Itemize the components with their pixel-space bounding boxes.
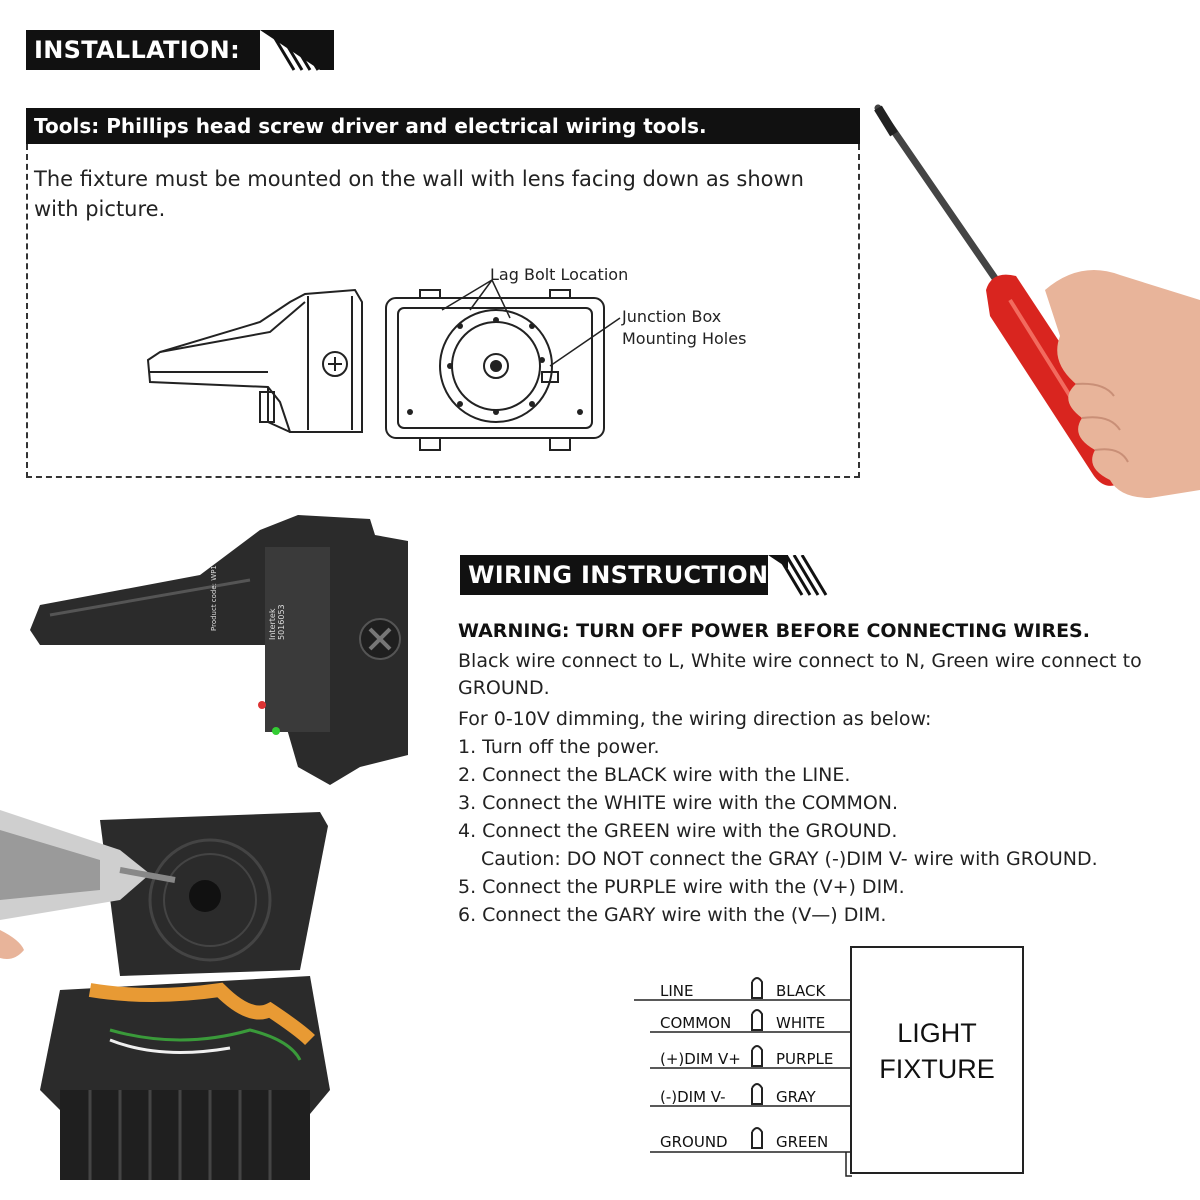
fixture-certification-label: Intertek 5016053	[268, 580, 290, 640]
diagram-green-label: GREEN	[776, 1133, 829, 1151]
warning-text: WARNING: TURN OFF POWER BEFORE CONNECTIN…	[458, 620, 1090, 642]
junction-box-label-line-2: Mounting Holes	[622, 329, 747, 348]
caution-text: Caution: DO NOT connect the GRAY (-)DIM …	[481, 848, 1098, 870]
light-fixture-label-line-2: FIXTURE	[879, 1054, 995, 1084]
step-5: 5. Connect the PURPLE wire with the (V+)…	[458, 876, 905, 898]
diagram-pointer-lines	[441, 279, 621, 367]
step-2: 2. Connect the BLACK wire with the LINE.	[458, 764, 851, 786]
basic-wiring-line-1: Black wire connect to L, White wire conn…	[458, 650, 1142, 672]
wiring-diagram-lines	[634, 977, 852, 1177]
diagram-purple-label: PURPLE	[776, 1050, 834, 1068]
lag-bolt-label: Lag Bolt Location	[490, 265, 629, 284]
step-1: 1. Turn off the power.	[458, 736, 660, 758]
installation-box	[26, 144, 860, 478]
junction-box-label: Junction Box Mounting Holes	[622, 306, 746, 350]
hand-holding-screwdriver-image	[874, 104, 1200, 498]
diagram-dim-plus-label: (+)DIM V+	[660, 1050, 741, 1068]
diagram-common-label: COMMON	[660, 1014, 732, 1032]
diagram-white-label: WHITE	[776, 1014, 826, 1032]
tools-text: Tools: Phillips head screw driver and el…	[34, 114, 707, 138]
wall-pack-fixture-image: Product code: WP1	[30, 515, 408, 785]
wiring-heading-text: WIRING INSTRUCTION:	[468, 561, 779, 589]
basic-wiring-text: Black wire connect to L, White wire conn…	[458, 648, 1188, 702]
intro-line-1: The fixture must be mounted on the wall …	[34, 167, 804, 191]
installation-heading-slashes	[260, 30, 320, 71]
junction-box-front-drawing	[385, 289, 605, 451]
basic-wiring-line-2: GROUND.	[458, 677, 550, 699]
diagram-ground-label: GROUND	[660, 1133, 728, 1151]
junction-box-label-line-1: Junction Box	[622, 307, 722, 326]
dimming-intro: For 0-10V dimming, the wiring direction …	[458, 708, 932, 730]
installation-heading-text: INSTALLATION:	[34, 36, 240, 64]
diagram-line-label: LINE	[660, 982, 694, 1000]
diagram-dim-minus-label: (-)DIM V-	[660, 1088, 726, 1106]
drill-and-open-housing-image	[0, 810, 330, 1180]
light-fixture-label-line-1: LIGHT	[897, 1018, 977, 1048]
diagram-black-label: BLACK	[776, 982, 826, 1000]
step-6: 6. Connect the GARY wire with the (V—) D…	[458, 904, 887, 926]
tools-bar: Tools: Phillips head screw driver and el…	[26, 108, 860, 144]
fixture-cert-text-2: 5016053	[277, 604, 286, 640]
wiring-heading-slashes	[768, 555, 828, 596]
step-3: 3. Connect the WHITE wire with the COMMO…	[458, 792, 899, 814]
diagram-gray-label: GRAY	[776, 1088, 816, 1106]
fixture-cert-text-1: Intertek	[268, 608, 277, 640]
intro-line-2: with picture.	[34, 197, 166, 221]
step-4: 4. Connect the GREEN wire with the GROUN…	[458, 820, 898, 842]
svg-text:Product code: WP1: Product code: WP1	[210, 565, 218, 631]
fixture-side-view-drawing	[146, 288, 363, 433]
wiring-heading: WIRING INSTRUCTION:	[460, 555, 788, 595]
light-fixture-box	[850, 946, 1024, 1174]
installation-intro: The fixture must be mounted on the wall …	[34, 164, 844, 224]
